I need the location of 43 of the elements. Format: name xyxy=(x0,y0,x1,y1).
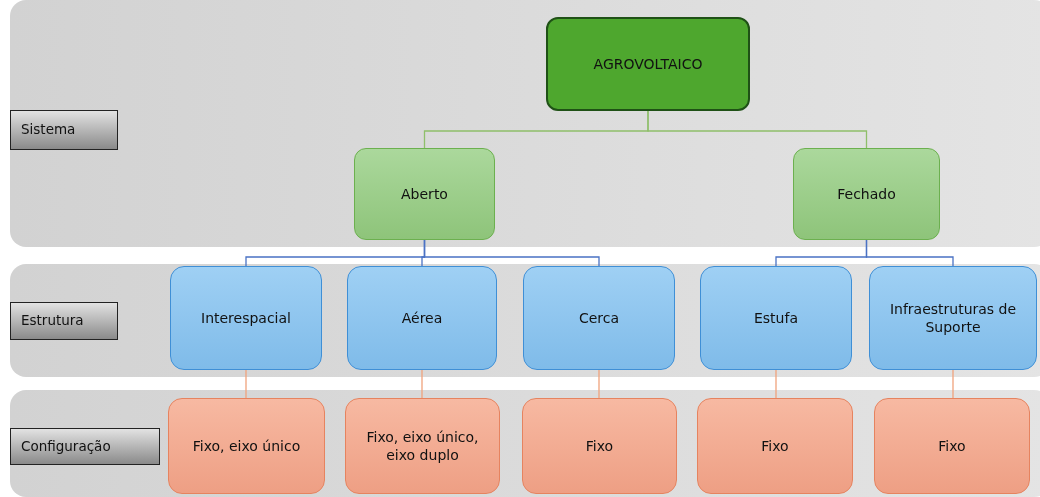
connector-line xyxy=(245,369,247,399)
structure-box xyxy=(869,266,1037,370)
connector-line xyxy=(647,110,868,149)
category-box xyxy=(354,148,495,240)
node-label: Configuração xyxy=(21,437,111,456)
level-label-box xyxy=(10,302,118,340)
level-label-box xyxy=(10,110,118,150)
level-label-box xyxy=(10,428,160,465)
configuration-box xyxy=(874,398,1030,494)
node-label: Aérea xyxy=(401,308,443,328)
node-label: Interespacial xyxy=(201,308,291,328)
connector-line xyxy=(598,369,600,399)
structure-box xyxy=(347,266,497,370)
node-label: Fixo xyxy=(585,436,614,456)
node-label: Cerca xyxy=(578,308,620,328)
band-background xyxy=(10,264,1040,377)
structure-box xyxy=(700,266,852,370)
node-label: Estrutura xyxy=(21,312,84,330)
connector-line xyxy=(952,369,954,399)
structure-box xyxy=(523,266,675,370)
root-box xyxy=(546,17,750,111)
node-label: Fixo, eixo único, eixo duplo xyxy=(365,427,480,465)
node-label: Estufa xyxy=(754,308,798,328)
configuration-box xyxy=(168,398,325,494)
connector-line xyxy=(421,369,423,399)
node-label: Infraestruturas de Suporte xyxy=(888,299,1018,337)
node-label: Sistema xyxy=(21,121,76,139)
node-label: Aberto xyxy=(401,184,448,204)
node-label: Fixo, eixo único xyxy=(192,436,301,456)
configuration-box xyxy=(697,398,853,494)
node-label: Fixo xyxy=(938,436,966,456)
node-label: Fixo xyxy=(761,436,789,456)
structure-box xyxy=(170,266,322,370)
configuration-box xyxy=(345,398,500,494)
category-box xyxy=(793,148,940,240)
configuration-box xyxy=(522,398,677,494)
connector-line xyxy=(775,369,777,399)
band-background xyxy=(10,390,1040,497)
connector-line xyxy=(423,239,600,267)
node-label: AGROVOLTAICO xyxy=(593,54,703,74)
connector-line xyxy=(865,239,954,267)
node-label: Fechado xyxy=(837,184,896,204)
band-background xyxy=(10,0,1040,247)
